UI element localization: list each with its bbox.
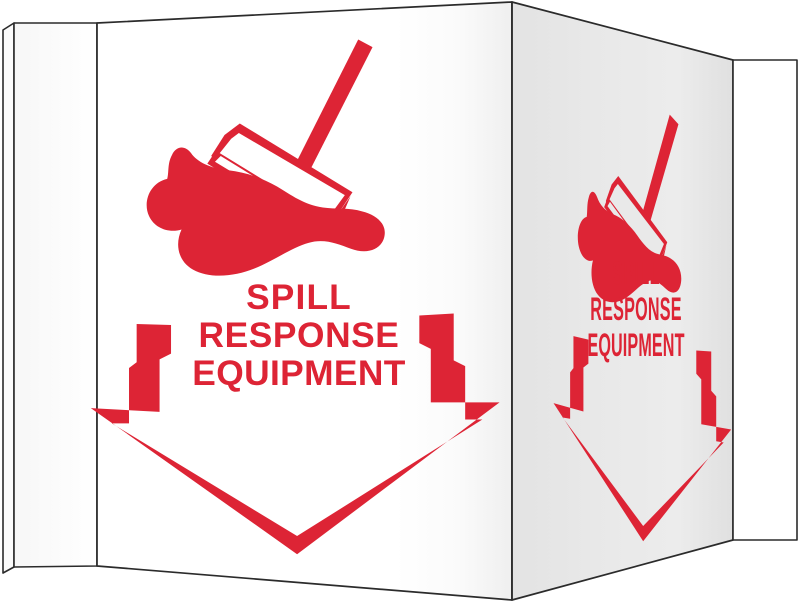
side-spill-puddle-icon [577, 191, 682, 303]
squeegee-slot-highlight [219, 133, 345, 215]
right-mounting-flange [732, 59, 798, 541]
front-sign-text-line-3: EQUIPMENT [192, 354, 405, 393]
side-spill-squeegee-icon [577, 114, 682, 303]
side-squeegee-slot-highlight [609, 183, 664, 259]
side-sign-text-line-1: SPILL [612, 256, 660, 291]
side-sign-text-line-2: RESPONSE [590, 292, 681, 327]
side-squeegee-handle-icon [642, 114, 679, 222]
front-spill-squeegee-icon [146, 39, 385, 276]
front-sign-text-line-2: RESPONSE [199, 316, 400, 355]
front-sign-text-line-1: SPILL [246, 278, 352, 317]
spill-puddle-icon [146, 147, 385, 276]
side-sign-text-line-3: EQUIPMENT [587, 328, 684, 363]
front-face-graphics: SPILL RESPONSE EQUIPMENT [90, 39, 500, 555]
side-face-graphics: SPILL RESPONSE EQUIPMENT [553, 114, 732, 542]
left-mounting-flange [2, 22, 98, 574]
front-text-block: SPILL RESPONSE EQUIPMENT [192, 278, 405, 393]
squeegee-handle-icon [297, 39, 373, 168]
